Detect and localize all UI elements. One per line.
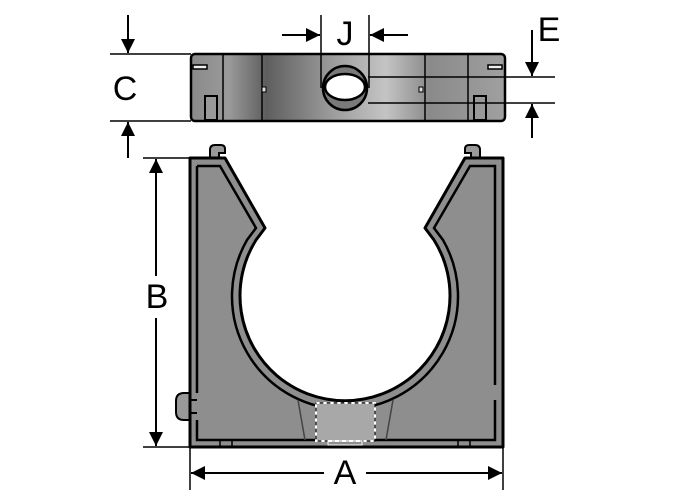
top-view xyxy=(189,52,507,123)
dimension-c: C xyxy=(110,15,191,158)
mounting-hole xyxy=(323,72,367,102)
top-slot-right xyxy=(487,64,503,70)
base-insert xyxy=(315,402,376,442)
dimension-e: E xyxy=(368,11,560,138)
top-tab-left xyxy=(204,95,218,121)
dimension-label-c: C xyxy=(113,70,138,108)
dimension-a: A xyxy=(189,447,504,492)
front-view xyxy=(175,144,505,449)
dimension-label-j: J xyxy=(337,15,354,53)
top-slot-left xyxy=(192,64,208,70)
top-tab-right xyxy=(473,95,487,121)
dimension-label-a: A xyxy=(334,454,357,492)
clip-hook-left xyxy=(209,144,226,159)
dimension-j: J xyxy=(282,15,408,88)
side-knob xyxy=(175,392,191,421)
dimension-label-b: B xyxy=(146,278,169,316)
clip-hook-right xyxy=(464,144,481,159)
dimension-b: B xyxy=(143,157,190,448)
dimension-label-e: E xyxy=(538,11,561,49)
